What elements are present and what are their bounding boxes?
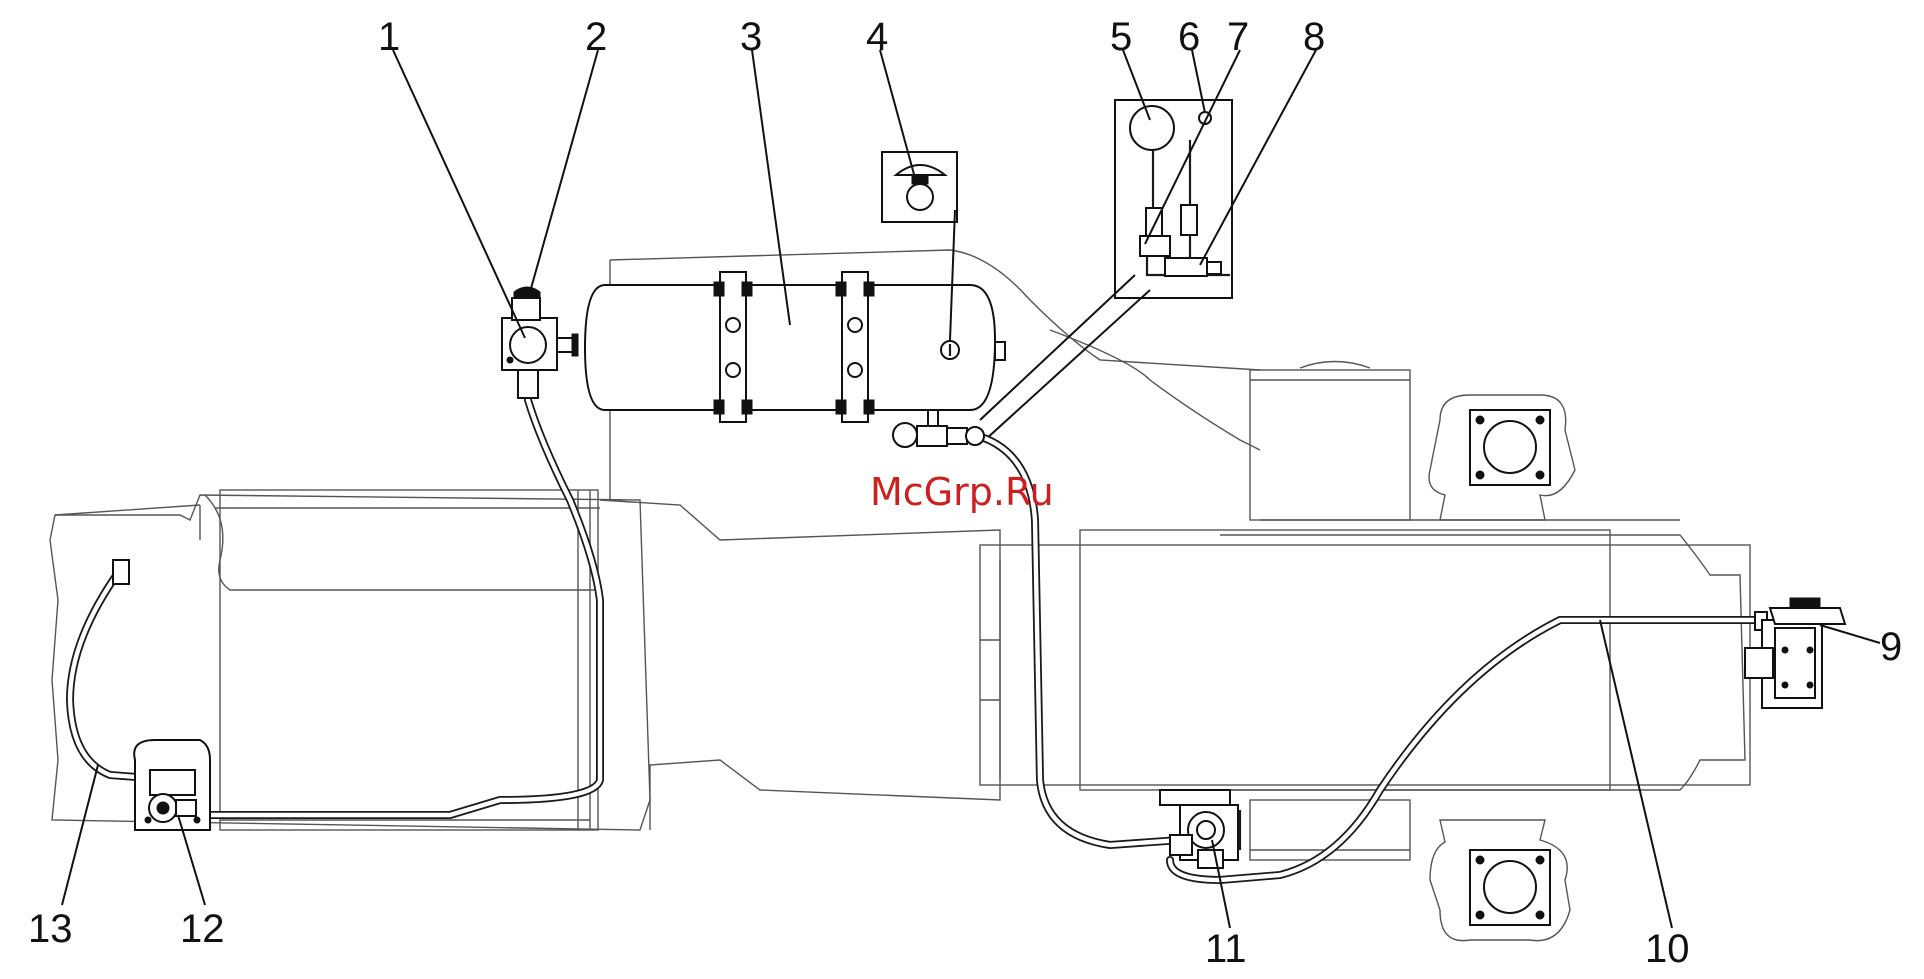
coupling-head [1745,598,1845,708]
gauge-panel-detail [980,100,1232,440]
callout-12: 12 [180,907,225,951]
callout-10: 10 [1645,927,1690,971]
callout-7: 7 [1227,15,1249,59]
tank-outlet-fitting [893,410,984,447]
brake-valve [1160,790,1240,868]
callout-2: 2 [585,15,607,59]
callout-11: 11 [1205,927,1247,971]
pressure-gauge-icon [1130,106,1174,150]
callout-9: 9 [1880,625,1902,669]
watermark: McGrp.Ru [870,470,1054,514]
callout-5: 5 [1110,15,1132,59]
air-receiver-tank [585,272,1005,422]
callout-4: 4 [866,15,888,59]
callout-1: 1 [378,15,400,59]
callout-3: 3 [740,15,762,59]
protection-valve [502,287,578,398]
pressure-regulator [113,560,210,830]
callout-13: 13 [28,907,73,951]
callout-6: 6 [1178,15,1200,59]
callout-8: 8 [1303,15,1325,59]
